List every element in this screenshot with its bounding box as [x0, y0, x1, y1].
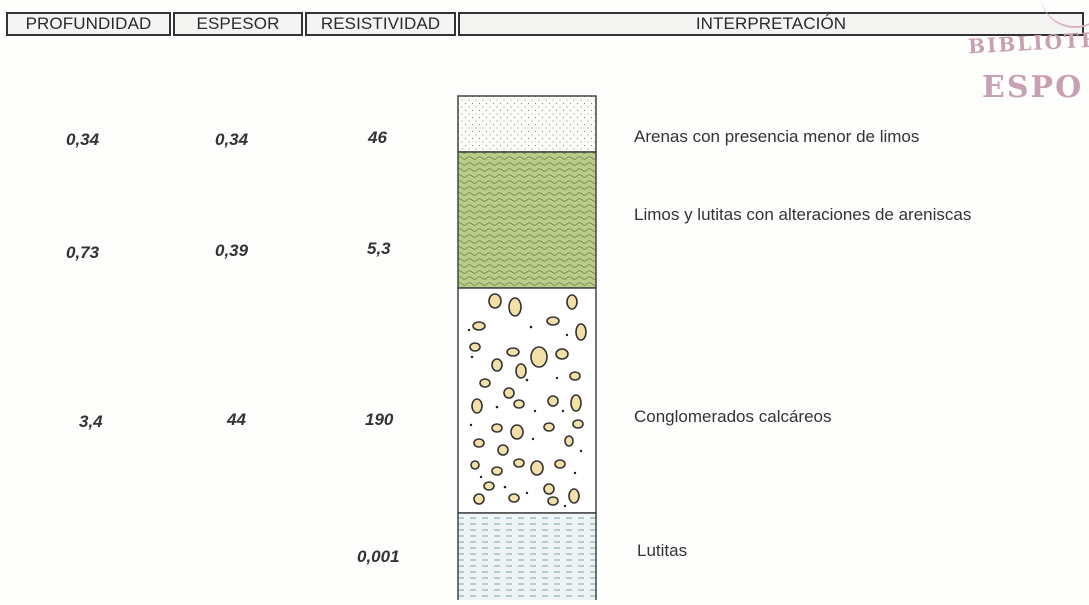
layer-3-resistividad: 190	[365, 410, 394, 429]
layer-2-interpretacion: Limos y lutitas con alteraciones de aren…	[634, 205, 972, 224]
layer-3-interpretacion: Conglomerados calcáreos	[634, 407, 832, 426]
layer-3-espesor: 44	[227, 410, 246, 429]
layer-2-espesor: 0,39	[215, 241, 249, 260]
header-resistividad: RESISTIVIDAD	[305, 12, 456, 36]
layer-4-interpretacion: Lutitas	[637, 541, 688, 560]
layer-1-profundidad: 0,34	[66, 130, 100, 149]
stratigraphic-column-graphic	[457, 95, 597, 604]
conglomerate-grains	[467, 325, 583, 508]
stratigraphic-column	[457, 95, 597, 604]
layer-1-sand-pattern	[457, 95, 597, 153]
library-stamp-line2: ESPO	[982, 70, 1084, 105]
header-espesor: ESPESOR	[173, 12, 303, 36]
conglomerate-pebbles	[469, 293, 587, 506]
layer-4-shale-pattern	[457, 512, 597, 604]
layer-2-resistividad: 5,3	[367, 239, 391, 258]
layer-1-resistividad: 46	[368, 128, 387, 147]
layer-1-interpretacion: Arenas con presencia menor de limos	[634, 127, 920, 146]
layer-1-espesor: 0,34	[215, 130, 249, 149]
layer-4-resistividad: 0,001	[357, 547, 400, 566]
layer-2-silt-pattern	[457, 151, 597, 289]
header-profundidad: PROFUNDIDAD	[6, 12, 171, 36]
header-interpretacion: INTERPRETACIÓN	[458, 12, 1084, 36]
layer-2-profundidad: 0,73	[66, 243, 100, 262]
layer-3-profundidad: 3,4	[79, 412, 103, 431]
